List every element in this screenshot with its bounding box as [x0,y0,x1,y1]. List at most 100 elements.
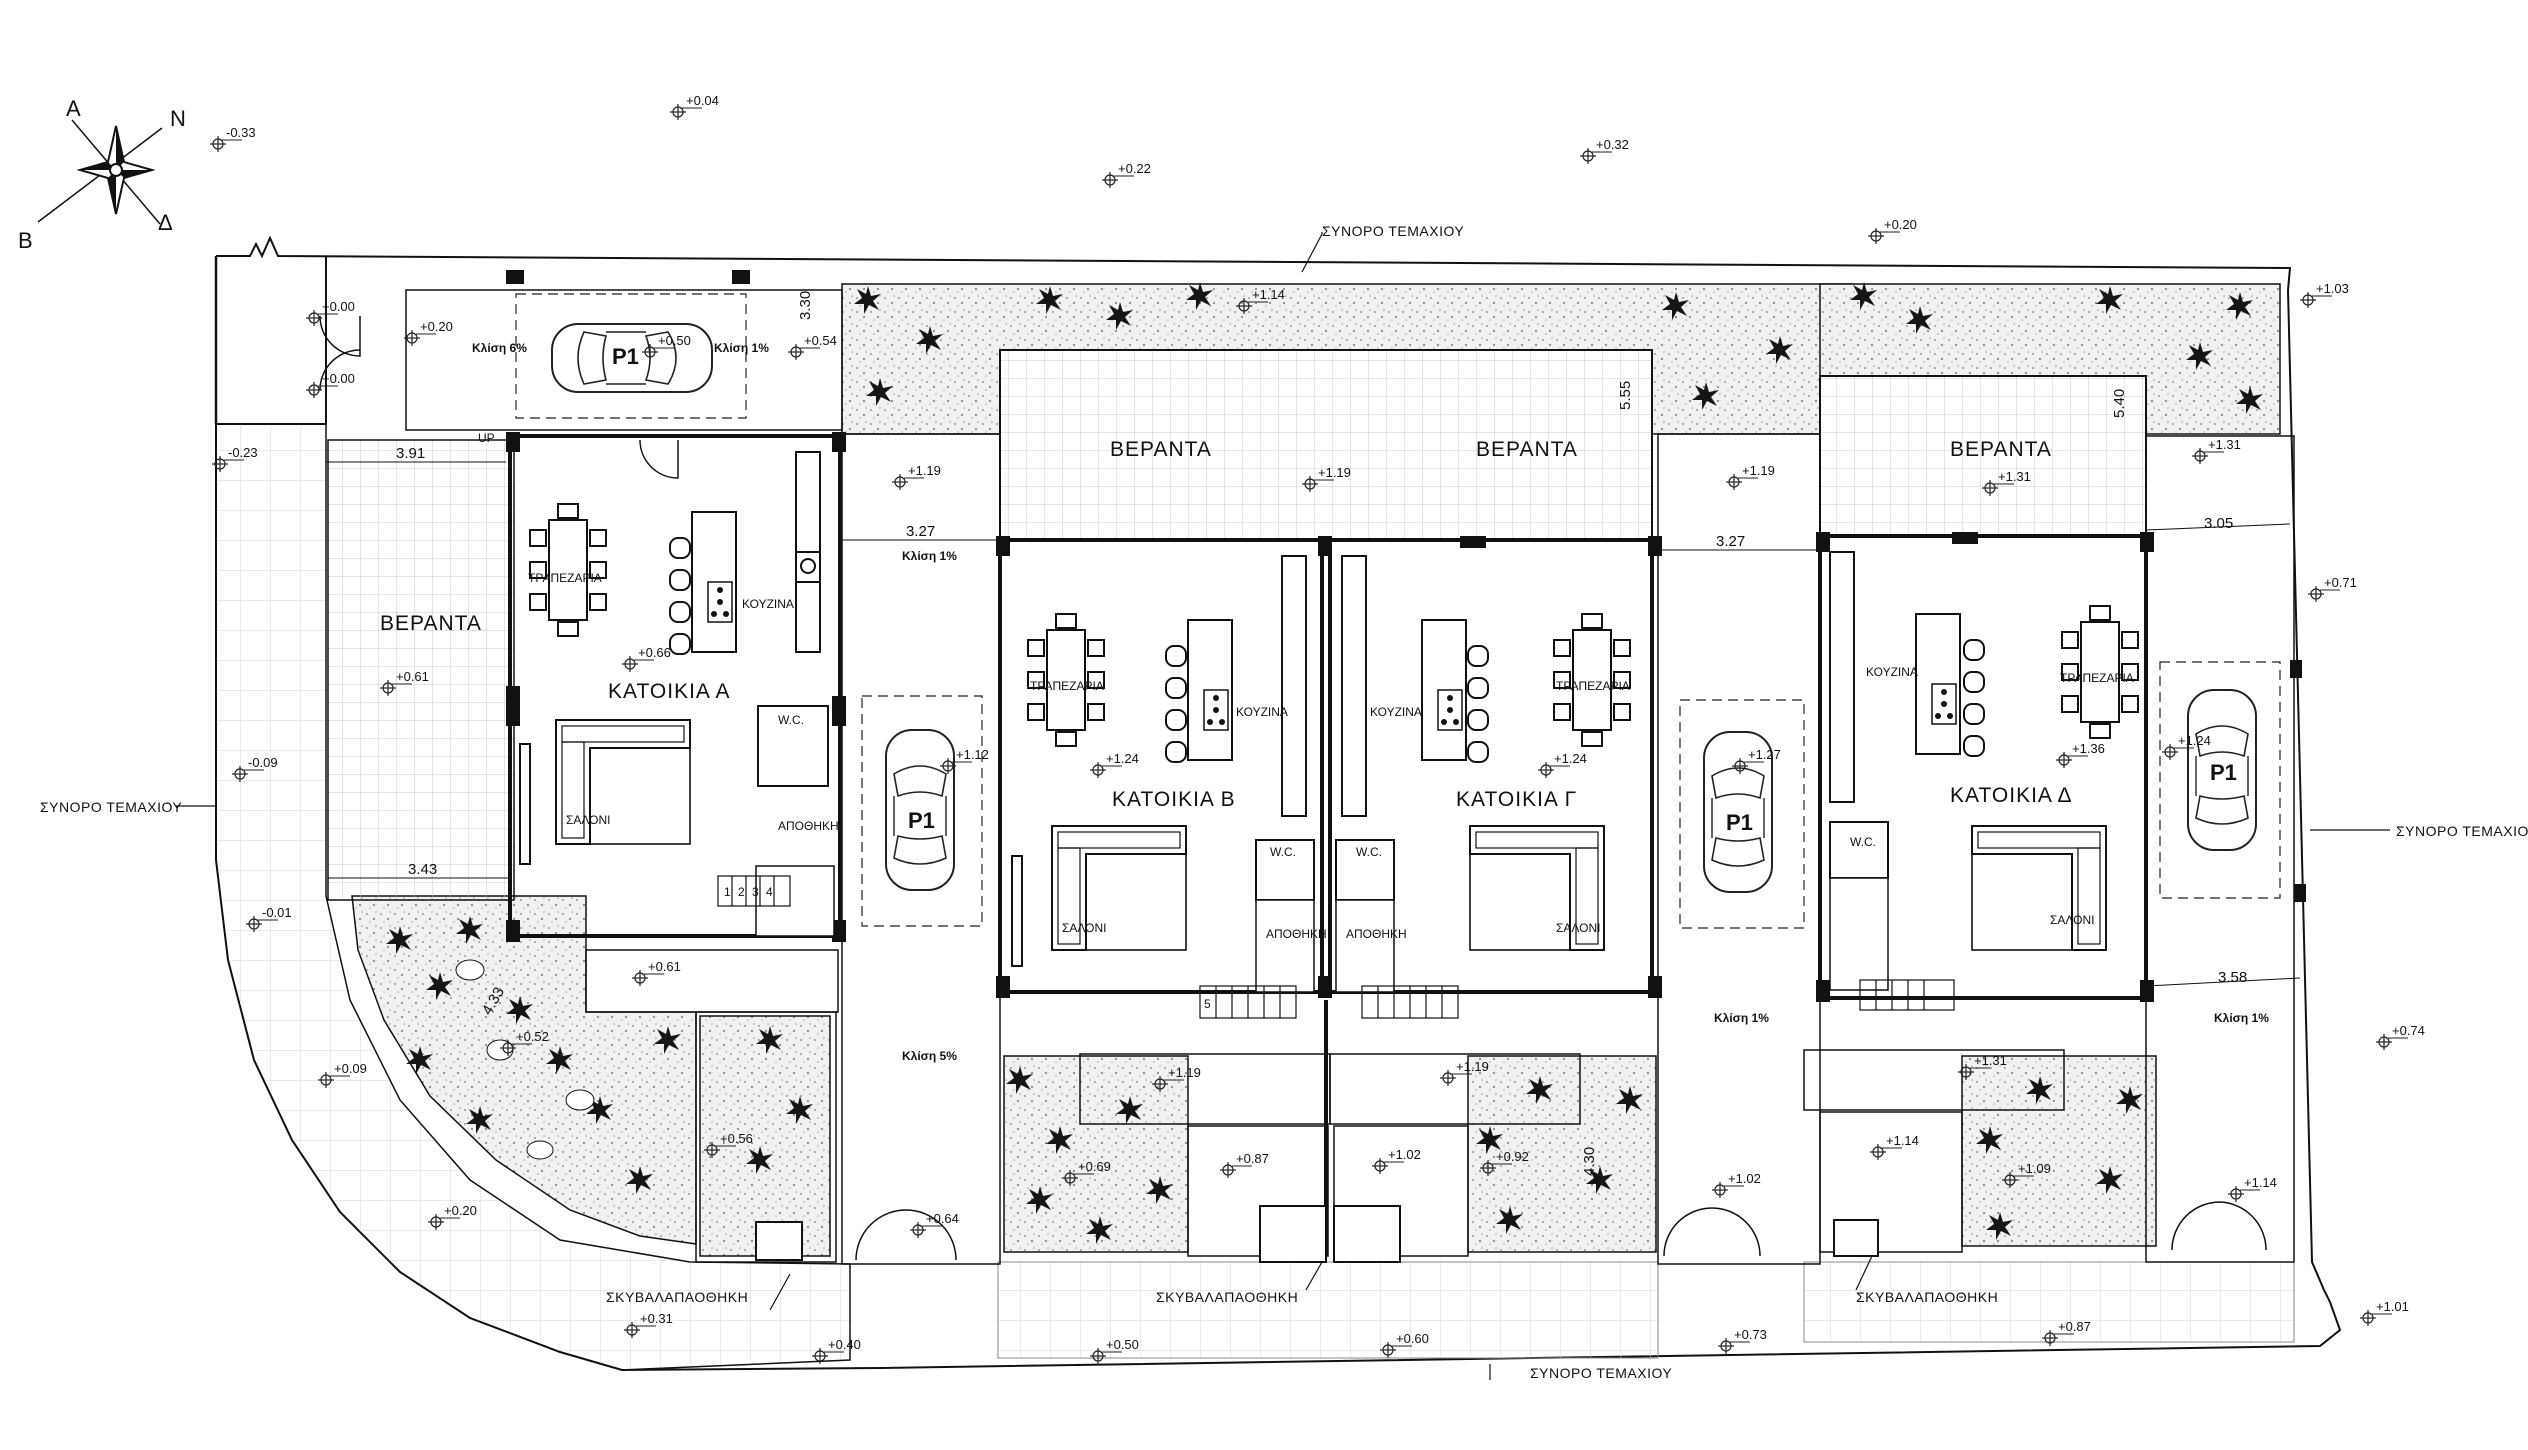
front-paving-2 [1803,1261,2295,1343]
level-mark: +0.73 [1734,1327,1767,1342]
stair-step-4: 4 [766,885,773,899]
boundary-label-left: ΣΥΝΟΡΟ ΤΕΜΑΧΙΟΥ [40,799,182,815]
house-level: +1.24 [1106,751,1139,766]
wc-d-label: W.C. [1850,835,1876,849]
level-mark: -0.09 [248,755,278,770]
wc-a-label: W.C. [778,713,804,727]
level-mark: +1.19 [1168,1065,1201,1080]
front-paving [997,1261,1659,1359]
veranda-c-label: ΒΕΡΑΝΤΑ [1476,438,1578,461]
level-mark: +1.31 [1998,469,2031,484]
dining-d-label: ΤΡΑΠΕΖΑΡΙΑ [2060,671,2134,685]
level-mark: +1.03 [2316,281,2349,296]
level-mark: +0.31 [640,1311,673,1326]
level-mark: +0.00 [322,371,355,386]
storage-b-label: ΑΠΟΘΗΚΗ [1266,927,1327,941]
dining-b-label: ΤΡΑΠΕΖΑΡΙΑ [1030,679,1104,693]
level-mark: +1.02 [1388,1147,1421,1162]
boundary-label-top: ΣΥΝΟΡΟ ΤΕΜΑΧΙΟΥ [1322,223,1464,239]
living-a-label: ΣΑΛΟΝΙ [566,813,611,827]
level-mark: +1.19 [1742,463,1775,478]
house-a-name: ΚΑΤΟΙΚΙΑ Α [608,680,730,703]
parking-a-label: P1 [612,344,639,369]
parking-c-label: P1 [1726,810,1753,835]
house-b-interior [1011,555,1315,993]
level-mark: +0.61 [396,669,429,684]
kitchen-d-label: ΚΟΥΖΙΝΑ [1866,665,1918,679]
parking-b-label: P1 [908,808,935,833]
gates [319,315,2267,1261]
level-mark: -0.23 [228,445,258,460]
dim-10: 3.58 [2218,969,2247,986]
dim-11: 4.30 [1581,1147,1598,1176]
level-mark: +0.87 [2058,1319,2091,1334]
level-mark: +0.61 [648,959,681,974]
level-mark: +0.09 [334,1061,367,1076]
house-d-interior [1829,551,2139,991]
house-c-name: ΚΑΤΟΙΚΙΑ Γ [1456,788,1577,811]
compass-n: N [170,106,186,131]
level-mark: +0.00 [322,299,355,314]
level-mark: +1.31 [2208,437,2241,452]
living-c-label: ΣΑΛΟΝΙ [1556,921,1601,935]
level-mark: +0.40 [828,1337,861,1352]
slope-4: Κλίση 5% [902,1049,957,1063]
front-porches [585,949,2065,1263]
dim-5: 3.27 [1716,533,1745,550]
level-mark: -0.01 [262,905,292,920]
level-mark: +0.50 [658,333,691,348]
compass-d: Δ [158,210,173,235]
slope-1: Κλίση 6% [472,341,527,355]
level-mark: +1.14 [1252,287,1285,302]
living-d-label: ΣΑΛΟΝΙ [2050,913,2095,927]
bin-store-label-a: ΣΚΥΒΑΛΑΠΑΟΘΗΚΗ [606,1289,748,1305]
level-mark: +0.04 [686,93,719,108]
veranda-a-label: ΒΕΡΑΝΤΑ [380,612,482,635]
dim-8: 3.43 [408,861,437,878]
level-mark: +0.20 [420,319,453,334]
compass-b: B [18,228,33,253]
level-mark: +0.22 [1118,161,1151,176]
stair-step-3: 3 [752,885,759,899]
compass-rose: N A B Δ [18,96,186,253]
level-mark: +1.24 [2178,733,2211,748]
front-gardens [699,1015,2157,1257]
level-mark: +0.20 [444,1203,477,1218]
level-mark: +0.87 [1236,1151,1269,1166]
kitchen-b-label: ΚΟΥΖΙΝΑ [1236,705,1288,719]
level-mark: +1.31 [1974,1053,2007,1068]
stair-step-1: 1 [724,885,731,899]
boundary-label-bottom: ΣΥΝΟΡΟ ΤΕΜΑΧΙΟΥ [1530,1365,1672,1381]
house-level: +0.66 [638,645,671,660]
slope-6: Κλίση 1% [2214,1011,2269,1025]
house-c-interior [1335,555,1631,993]
level-mark: +0.50 [1106,1337,1139,1352]
house-walls [508,434,2148,1000]
level-mark: +1.19 [908,463,941,478]
house-level: +1.36 [2072,741,2105,756]
house-d-name: ΚΑΤΟΙΚΙΑ Δ [1950,784,2072,807]
dining-a-label: ΤΡΑΠΕΖΑΡΙΑ [528,571,602,585]
wc-b-label: W.C. [1270,845,1296,859]
level-mark: +0.69 [1078,1159,1111,1174]
slope-2: Κλίση 1% [714,341,769,355]
stair-step-5: 5 [1204,997,1211,1011]
house-b-name: ΚΑΤΟΙΚΙΑ Β [1112,788,1236,811]
dim-6: 5.40 [2111,389,2128,418]
storage-a-label: ΑΠΟΘΗΚΗ [778,819,839,833]
stair-step-2: 2 [738,885,745,899]
level-mark: +0.71 [2324,575,2357,590]
kitchen-c-label: ΚΟΥΖΙΝΑ [1370,705,1422,719]
bin-store-label-d: ΣΚΥΒΑΛΑΠΑΟΘΗΚΗ [1856,1289,1998,1305]
veranda-a-area [327,439,515,901]
level-mark: +1.27 [1748,747,1781,762]
veranda-b-label: ΒΕΡΑΝΤΑ [1110,438,1212,461]
bin-store-boxes [755,1205,1879,1263]
veranda-bc-area [999,349,1653,541]
level-mark: -0.33 [226,125,256,140]
up-label: UP [478,431,495,445]
dim-4: 5.55 [1617,381,1634,410]
dim-3: 3.27 [906,523,935,540]
level-mark: +0.74 [2392,1023,2425,1038]
